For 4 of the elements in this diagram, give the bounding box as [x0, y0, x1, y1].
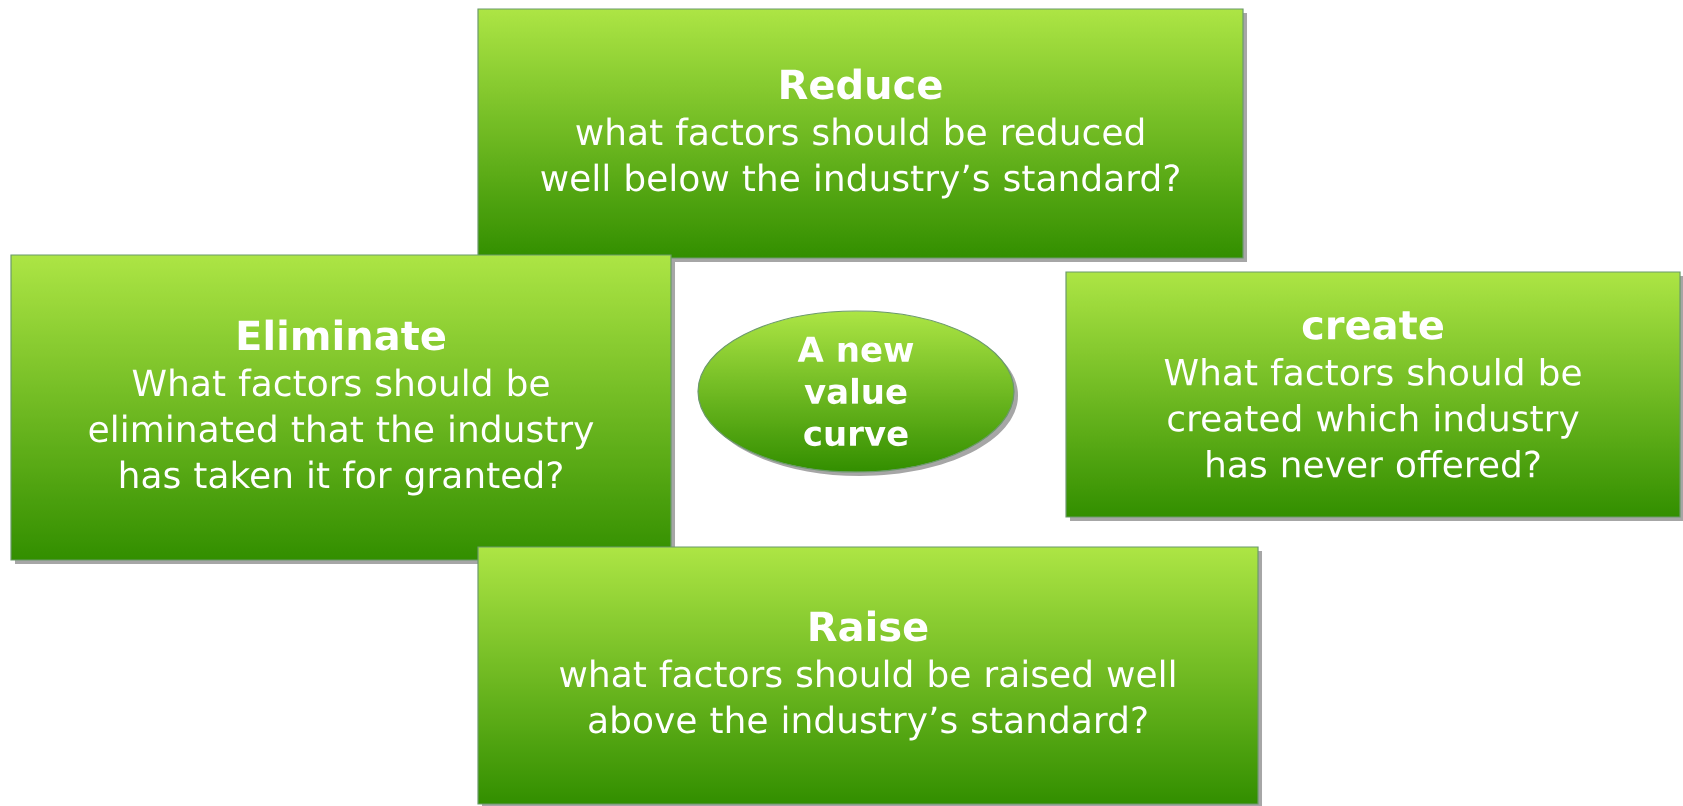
action-box: create What factors should be created which industry has never offered?	[1065, 271, 1683, 521]
action-box: Raise what factors should be raised well above the industry’s standard?	[477, 546, 1262, 806]
action-box: Eliminate What factors should be eliminated that the industry has taken it for granted?	[10, 254, 675, 564]
action-box: Reduce what factors should be reduced well below the industry’s standard?	[477, 8, 1247, 262]
